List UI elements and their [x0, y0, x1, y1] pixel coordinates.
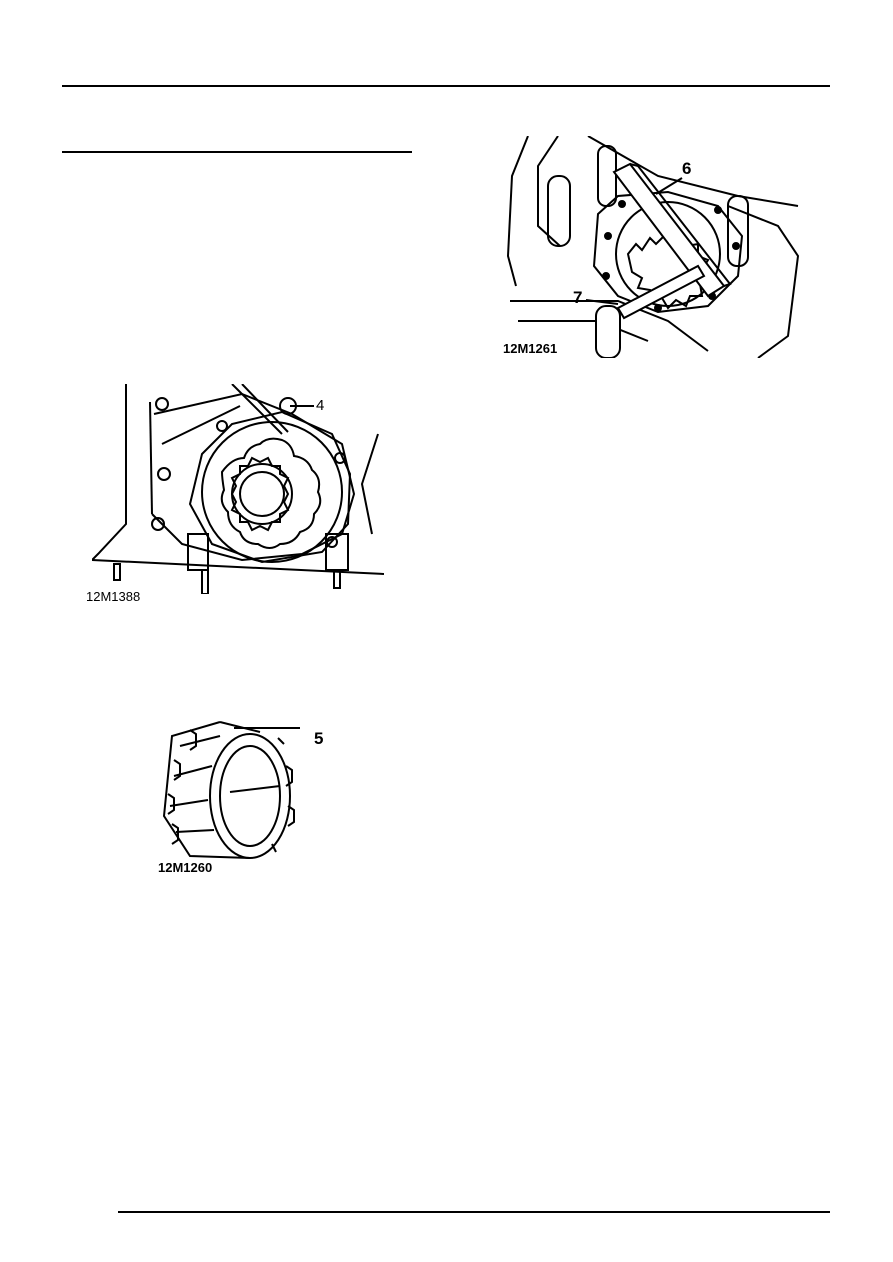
- callout-7: 7: [573, 288, 583, 307]
- header-rule: [62, 85, 830, 87]
- figure-inner-rotor-part: [160, 716, 300, 862]
- callout-4: 4: [316, 397, 325, 414]
- callout-5: 5: [314, 729, 324, 748]
- oil-pump-clearance-illustration: [506, 136, 800, 358]
- figure-code-12m1260: 12M1260: [158, 860, 213, 875]
- inner-rotor-illustration: [162, 721, 300, 859]
- figure-code-12m1388: 12M1388: [86, 589, 141, 604]
- section-rule: [62, 151, 412, 153]
- figure-oil-pump-inner-rotor: [92, 384, 384, 594]
- figure-code-12m1261: 12M1261: [503, 341, 558, 356]
- callout-6: 6: [682, 159, 692, 178]
- footer-rule: [118, 1211, 830, 1213]
- figure-oil-pump-straightedge: [498, 136, 810, 358]
- oil-pump-rotor-illustration: [92, 384, 384, 594]
